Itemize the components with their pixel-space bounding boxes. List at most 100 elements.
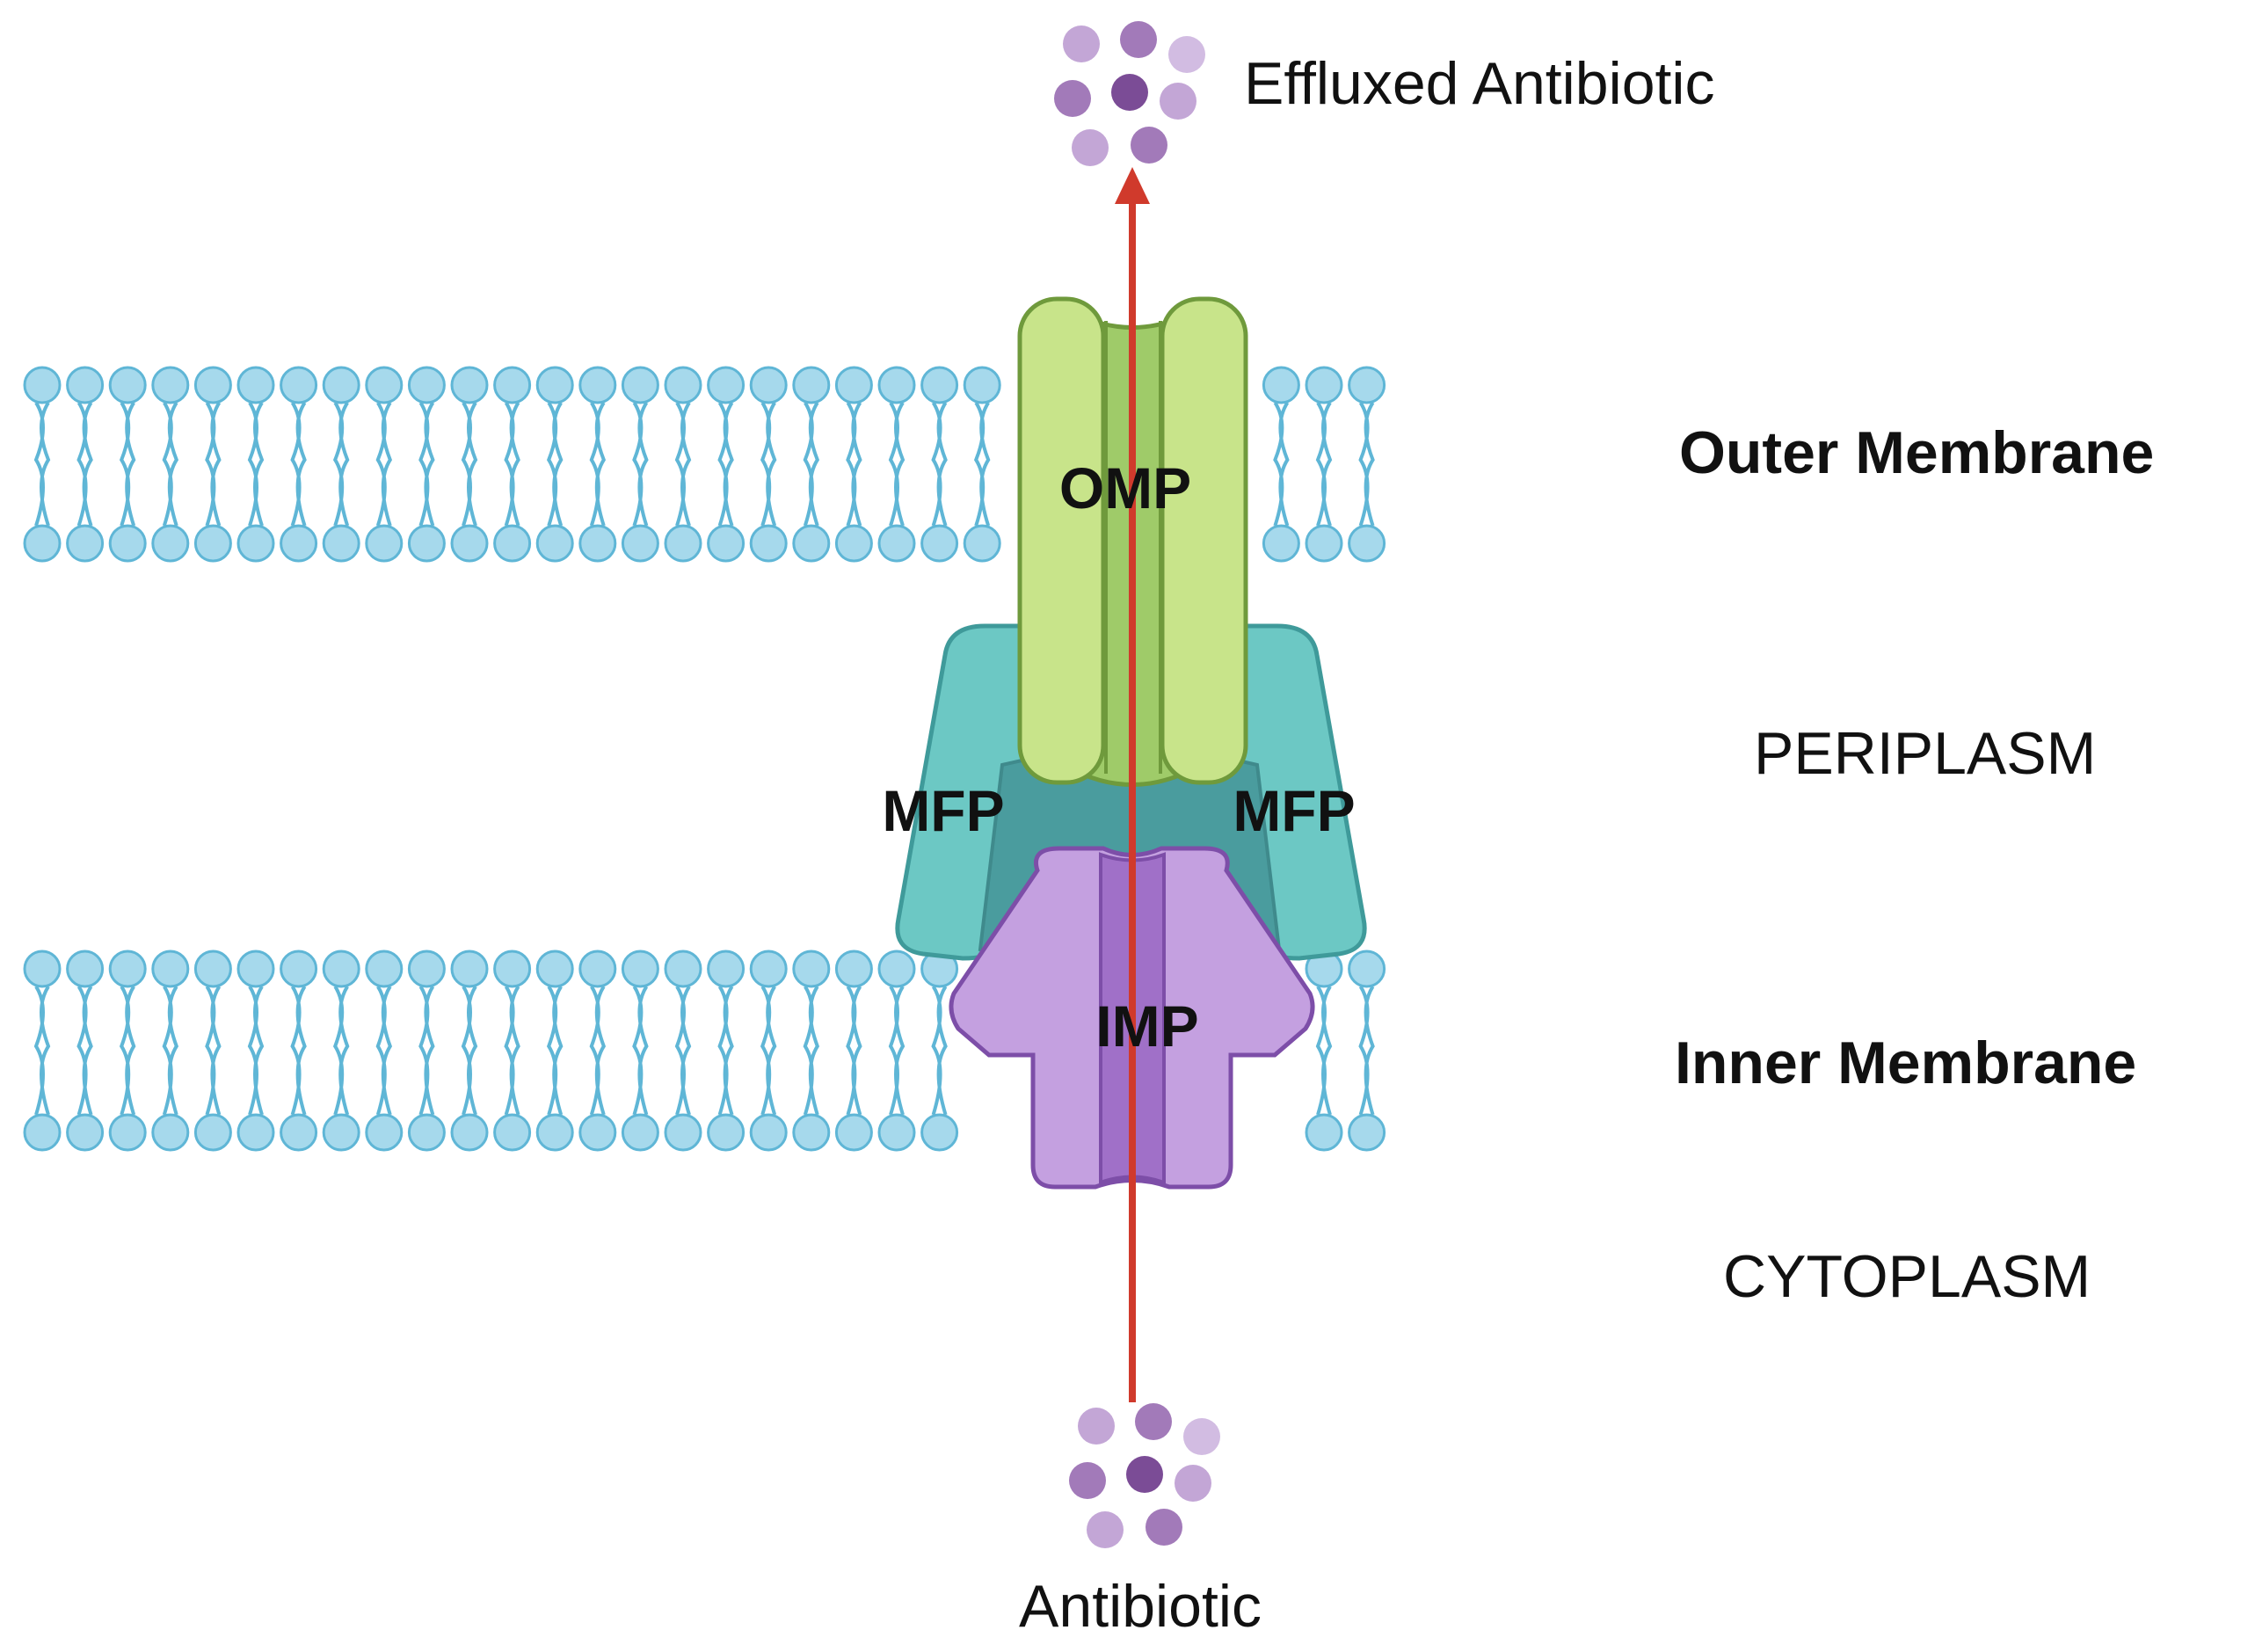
lipid-tail xyxy=(973,401,991,527)
efflux-arrow xyxy=(1115,167,1150,1402)
lipid-head xyxy=(664,366,702,404)
lipid-head xyxy=(151,950,190,988)
lipid-head xyxy=(493,950,532,988)
lipid-head xyxy=(108,950,147,988)
lipid-tail xyxy=(461,401,478,527)
antibiotic-molecule xyxy=(1146,1509,1182,1546)
lipid-head xyxy=(963,366,1001,404)
lipid-head xyxy=(535,366,574,404)
lipid-tail xyxy=(546,401,564,527)
lipid-head xyxy=(707,1113,746,1152)
lipid-head xyxy=(749,950,788,988)
antibiotic-molecule xyxy=(1111,74,1148,111)
lipid-tail xyxy=(931,401,948,527)
lipid-head xyxy=(450,524,489,563)
lipid-head xyxy=(493,524,532,563)
lipid-tail xyxy=(1273,401,1290,527)
lipid-head xyxy=(365,1113,404,1152)
lipid-head xyxy=(578,524,617,563)
lipid-head xyxy=(1348,366,1386,404)
antibiotic-molecules xyxy=(1069,1403,1220,1548)
lipid-head xyxy=(322,1113,360,1152)
lipid-tail xyxy=(888,985,906,1116)
lipid-head xyxy=(578,366,617,404)
inner-membrane-bilayer xyxy=(23,950,1386,1152)
lipid-head xyxy=(280,1113,318,1152)
antibiotic-molecule xyxy=(1160,83,1196,120)
lipid-head xyxy=(1348,1113,1386,1152)
lipid-tail xyxy=(290,401,307,527)
lipid-tail xyxy=(33,985,51,1116)
lipid-head xyxy=(23,1113,62,1152)
mfp-left-label: MFP xyxy=(882,778,1004,843)
lipid-tail xyxy=(846,985,862,1116)
lipid-tail xyxy=(504,401,520,527)
lipid-head xyxy=(707,950,746,988)
lipid-tail xyxy=(589,401,607,527)
mfp-right-label: MFP xyxy=(1233,778,1355,843)
lipid-head xyxy=(792,524,831,563)
lipid-head xyxy=(108,1113,147,1152)
lipid-head xyxy=(621,1113,659,1152)
lipid-head xyxy=(280,950,318,988)
lipid-head xyxy=(236,524,275,563)
lipid-tail xyxy=(1358,985,1375,1116)
lipid-tail xyxy=(119,401,136,527)
lipid-head xyxy=(66,524,105,563)
lipid-head xyxy=(322,950,360,988)
lipid-head xyxy=(193,950,232,988)
lipid-tail xyxy=(332,985,350,1116)
lipid-head xyxy=(1305,524,1343,563)
lipid-head xyxy=(621,950,659,988)
lipid-head xyxy=(621,366,659,404)
antibiotic-molecule xyxy=(1168,36,1205,73)
antibiotic-molecule xyxy=(1087,1511,1124,1548)
lipid-head xyxy=(877,950,916,988)
lipid-tail xyxy=(1315,401,1333,527)
lipid-head xyxy=(407,1113,446,1152)
lipid-tail xyxy=(418,985,435,1116)
lipid-tail xyxy=(589,985,607,1116)
lipid-head xyxy=(792,950,831,988)
antibiotic-molecule xyxy=(1175,1465,1211,1502)
antibiotic-molecule xyxy=(1120,21,1157,58)
lipid-head xyxy=(236,1113,275,1152)
lipid-head xyxy=(108,366,147,404)
lipid-head xyxy=(1262,524,1300,563)
lipid-tail xyxy=(632,985,649,1116)
lipid-head xyxy=(834,1113,873,1152)
lipid-head xyxy=(707,366,746,404)
omp-protein xyxy=(1017,296,1248,787)
lipid-head xyxy=(877,366,916,404)
lipid-tail xyxy=(247,985,265,1116)
lipid-head xyxy=(407,366,446,404)
lipid-tail xyxy=(717,401,734,527)
lipid-tail xyxy=(803,401,820,527)
omp-right-barrel xyxy=(1160,296,1248,785)
effluxed-antibiotic-label: Effluxed Antibiotic xyxy=(1244,50,1715,117)
lipid-head xyxy=(322,366,360,404)
lipid-tail xyxy=(290,985,307,1116)
arrow-head xyxy=(1115,167,1150,204)
lipid-tail xyxy=(205,985,222,1116)
lipid-head xyxy=(963,524,1001,563)
lipid-head xyxy=(407,524,446,563)
lipid-tail xyxy=(504,985,520,1116)
lipid-head xyxy=(365,950,404,988)
lipid-head xyxy=(450,1113,489,1152)
lipid-head xyxy=(834,366,873,404)
omp-left-barrel xyxy=(1017,296,1106,785)
lipid-head xyxy=(1348,950,1386,988)
lipid-head xyxy=(193,1113,232,1152)
lipid-head xyxy=(920,1113,959,1152)
lipid-head xyxy=(877,1113,916,1152)
antibiotic-label: Antibiotic xyxy=(1019,1573,1262,1640)
lipid-head xyxy=(450,950,489,988)
lipid-head xyxy=(749,366,788,404)
antibiotic-molecule xyxy=(1135,1403,1172,1440)
lipid-tail xyxy=(1315,985,1333,1116)
lipid-head xyxy=(236,950,275,988)
lipid-head xyxy=(664,1113,702,1152)
lipid-head xyxy=(535,524,574,563)
